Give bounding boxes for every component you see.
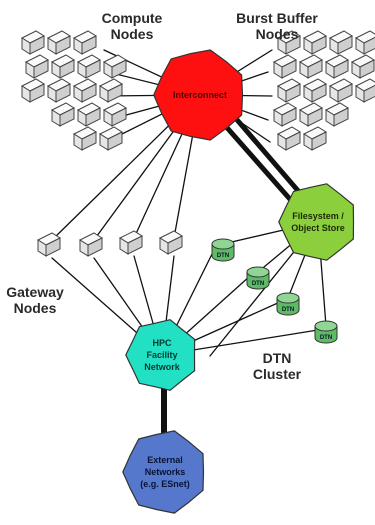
compute-node-icon: [50, 54, 76, 79]
filesystem-object-store-node: Filesystem / Object Store: [278, 183, 355, 261]
burst-buffer-node-icon: [302, 30, 328, 55]
hpc-facility-network-node-shape: [125, 319, 196, 391]
burst-buffer-node-icon: [272, 102, 298, 127]
gateway-node-icon: [118, 230, 144, 255]
external-networks-node-shape: [122, 430, 205, 514]
gateway-label-line1: Gateway: [6, 284, 64, 300]
burst-buffer-node-icon: [324, 102, 350, 127]
burst-buffer-node-icon: [328, 30, 354, 55]
dtn-node-icon: DTN: [276, 292, 300, 316]
dtn-node-label: DTN: [217, 253, 229, 259]
interconnect-node-label: Interconnect: [173, 90, 227, 100]
compute-node-icon: [24, 54, 50, 79]
burst-buffer-node-icon: [302, 126, 328, 151]
burst-buffer-node-icon: [276, 126, 302, 151]
dtn-cluster-label-line2: Cluster: [252, 366, 302, 382]
compute-node-icon: [72, 78, 98, 103]
gateway-node-icon: [158, 230, 184, 255]
node-cubes: DTN DTN DTN DTN: [20, 30, 375, 344]
burst-buffer-node-icon: [328, 78, 354, 103]
burst-buffer-label-line2: Nodes: [255, 26, 299, 42]
burst-buffer-node-icon: [272, 54, 298, 79]
gateway-node-icon: [36, 232, 62, 257]
burst-buffer-node-icon: [276, 78, 302, 103]
burst-buffer-node-icon: [350, 54, 375, 79]
dtn-node-icon: DTN: [211, 238, 235, 262]
filesystem-object-store-node-label: Filesystem /: [292, 211, 344, 221]
compute-node-icon: [50, 102, 76, 127]
compute-node-icon: [98, 126, 124, 151]
interconnect-filesystem-link: [229, 111, 309, 203]
compute-node-icon: [102, 54, 128, 79]
burst-buffer-node-icon: [354, 78, 375, 103]
filesystem-object-store-node-label: Object Store: [291, 223, 345, 233]
dtn-cluster-label-line1: DTN: [262, 350, 292, 366]
dtn-node-label: DTN: [320, 335, 332, 341]
compute-node-icon: [72, 126, 98, 151]
external-networks-node-label: (e.g. ESnet): [140, 479, 190, 489]
external-networks-node-label: Networks: [145, 467, 186, 477]
burst-buffer-node-icon: [298, 102, 324, 127]
compute-node-icon: [46, 78, 72, 103]
compute-node-icon: [72, 30, 98, 55]
dtn-cluster-label: DTN Cluster: [242, 350, 312, 382]
burst-buffer-node-icon: [276, 30, 302, 55]
compute-node-icon: [76, 102, 102, 127]
compute-node-icon: [76, 54, 102, 79]
compute-node-icon: [98, 78, 124, 103]
gateway-nodes-label: Gateway Nodes: [0, 284, 70, 316]
compute-node-icon: [46, 30, 72, 55]
burst-buffer-node-icon: [354, 30, 375, 55]
filesystem-object-store-node-shape: [278, 183, 355, 261]
hpc-facility-network-node-label: HPC: [152, 338, 172, 348]
dtn-node-label: DTN: [252, 281, 264, 287]
burst-buffer-label-line1: Burst Buffer: [236, 10, 318, 26]
compute-node-icon: [20, 30, 46, 55]
dtn-node-icon: DTN: [246, 266, 270, 290]
hpc-facility-network-node-label: Facility: [146, 350, 177, 360]
burst-buffer-node-icon: [298, 54, 324, 79]
compute-node-icon: [20, 78, 46, 103]
gateway-label-line2: Nodes: [13, 300, 57, 316]
burst-buffer-node-icon: [302, 78, 328, 103]
compute-nodes-label: Compute Nodes: [82, 10, 182, 42]
dtn-node-icon: DTN: [314, 320, 338, 344]
interconnect-node-shape: [153, 49, 244, 141]
interconnect-filesystem-link: [219, 119, 299, 209]
external-networks-node-label: External: [147, 455, 183, 465]
burst-buffer-nodes-label: Burst Buffer Nodes: [222, 10, 332, 42]
compute-node-icon: [102, 102, 128, 127]
interconnect-node: Interconnect: [153, 49, 244, 141]
burst-buffer-node-icon: [324, 54, 350, 79]
gateway-node-icon: [78, 232, 104, 257]
compute-nodes-label-line2: Nodes: [110, 26, 154, 42]
compute-nodes-label-line1: Compute: [101, 10, 163, 26]
hpc-facility-network-node-label: Network: [144, 362, 181, 372]
dtn-node-label: DTN: [282, 307, 294, 313]
